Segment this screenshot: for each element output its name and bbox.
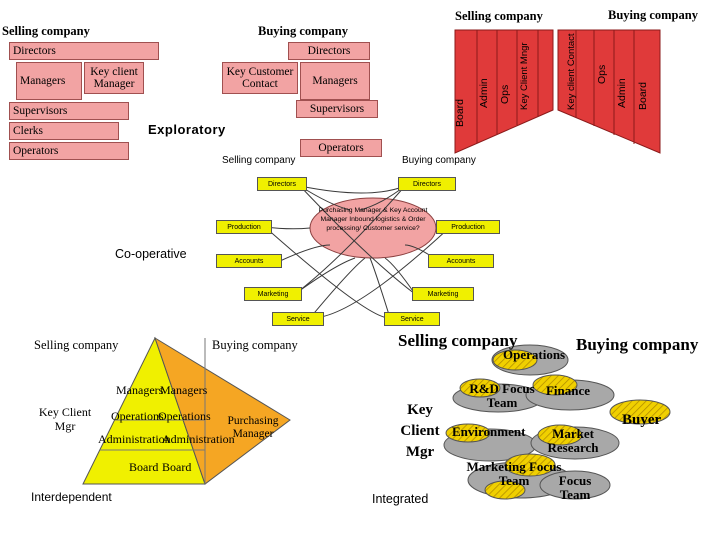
administration-left-4: Administration [98, 432, 171, 446]
left-directors: Directors [257, 177, 307, 191]
left-triangle [454, 29, 554, 154]
directors-left: Directors [9, 42, 159, 60]
selling-company-label-3: Selling company [222, 155, 296, 166]
supervisors-right: Supervisors [296, 100, 378, 118]
left-production: Production [216, 220, 272, 234]
clerks-box: Clerks [9, 122, 119, 140]
right-service: Service [384, 312, 440, 326]
key-client-mgr-5: Key Client Mgr [400, 402, 440, 460]
left-marketing: Marketing [244, 287, 302, 301]
managers-left-4: Managers [116, 383, 164, 397]
cloud-text-finance: Finance [545, 383, 591, 398]
directors-right: Directors [288, 42, 370, 60]
selling-company-label-2: Selling company [455, 9, 543, 23]
exploratory-title: Exploratory [148, 122, 226, 137]
key-customer-contact-box: Key Customer Contact [222, 62, 298, 94]
cloud-focus-team [539, 470, 611, 500]
operations-left-4: Operations [111, 409, 164, 423]
left-service: Service [272, 312, 324, 326]
supervisors-left: Supervisors [9, 102, 129, 120]
right-accounts: Accounts [428, 254, 494, 268]
right-directors: Directors [398, 177, 456, 191]
key-client-manager-box: Key client Manager [84, 62, 144, 94]
right-marketing: Marketing [412, 287, 474, 301]
selling-company-label-5: Selling company [398, 331, 518, 350]
cloud-text-operations: Operations [503, 347, 566, 362]
interdependent-title: Interdependent [31, 490, 112, 504]
buying-company-label-2: Buying company [608, 8, 698, 22]
right-orange-triangle [154, 336, 291, 485]
operators-left: Operators [9, 142, 129, 160]
managers-left: Managers [16, 62, 82, 100]
buying-company-label-5: Buying company [576, 335, 699, 354]
selling-company-label: Selling company [2, 24, 90, 38]
buying-company-label-3: Buying company [402, 155, 476, 166]
buying-company-label-4: Buying company [212, 338, 298, 352]
board-right-4: Board [162, 460, 192, 474]
cloud-text-environment: Environment [452, 424, 526, 439]
managers-right: Managers [300, 62, 370, 100]
center-ellipse-text: Purchasing Manager & Key Account Manager… [318, 207, 428, 232]
operators-right: Operators [300, 139, 382, 157]
cloud-text-focus-team: Focus Team [558, 473, 592, 502]
cloud-text-marketing: Marketing Focus Team [466, 459, 562, 488]
selling-company-label-4: Selling company [34, 338, 119, 352]
buying-company-label: Buying company [258, 24, 348, 38]
cloud-text-rd: R&D Focus Team [469, 381, 535, 410]
buyer-label: Buyer [622, 412, 662, 428]
right-production: Production [436, 220, 500, 234]
operations-right-4: Operations [158, 409, 211, 423]
board-left-4: Board [129, 460, 159, 474]
administration-right-4: Administration [162, 432, 235, 446]
integrated-title: Integrated [372, 492, 429, 506]
cooperative-title: Co-operative [115, 247, 187, 261]
managers-right-4: Managers [160, 383, 208, 397]
cloud-text-market-research: Market Research [547, 426, 599, 455]
key-client-mgr-4: Key Client Mgr [38, 405, 92, 433]
purchasing-manager-4: Purchasing Manager [227, 415, 279, 440]
left-accounts: Accounts [216, 254, 282, 268]
